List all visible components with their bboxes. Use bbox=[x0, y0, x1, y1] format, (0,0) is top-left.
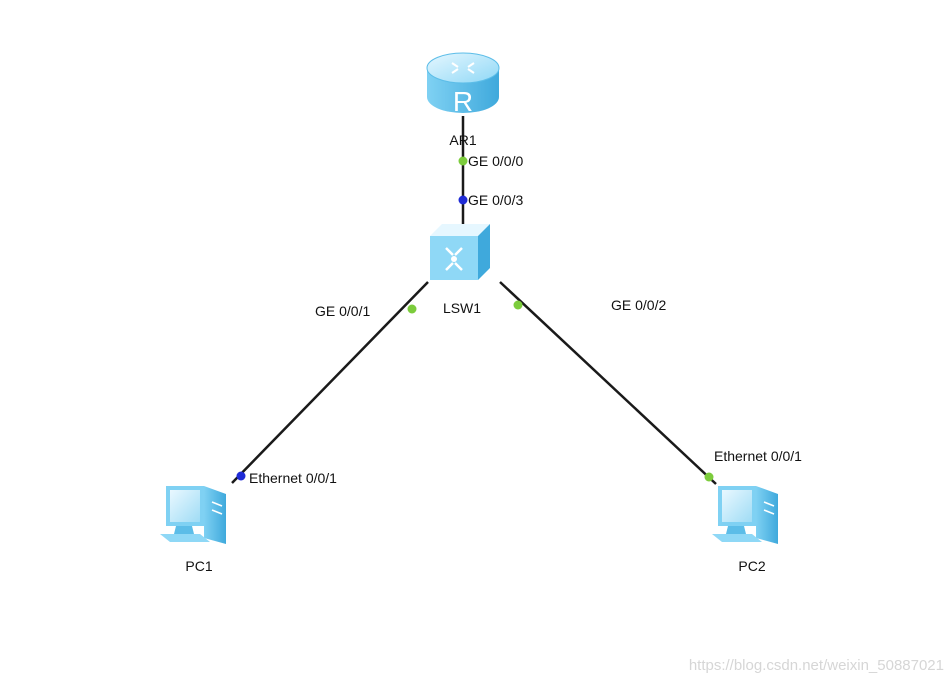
pc-icon bbox=[712, 486, 778, 544]
router-ar1[interactable]: R AR1 bbox=[426, 52, 500, 148]
pc2-label: PC2 bbox=[738, 558, 765, 574]
port-dot-pc2-eth[interactable] bbox=[704, 472, 714, 482]
port-dot-lsw1-ge001[interactable] bbox=[407, 304, 417, 314]
link-lsw1-pc1[interactable] bbox=[231, 281, 429, 484]
pc1[interactable]: PC1 bbox=[160, 486, 226, 574]
switch-icon bbox=[430, 224, 490, 280]
port-label-pc1-eth: Ethernet 0/0/1 bbox=[249, 470, 337, 486]
port-label-lsw1-ge003: GE 0/0/3 bbox=[468, 192, 523, 208]
port-dot-ar1-ge000[interactable] bbox=[458, 156, 468, 166]
switch-lsw1[interactable]: LSW1 bbox=[430, 224, 490, 316]
svg-text:R: R bbox=[453, 86, 473, 117]
port-label-lsw1-ge002: GE 0/0/2 bbox=[611, 297, 666, 313]
watermark-text: https://blog.csdn.net/weixin_50887021 bbox=[689, 657, 944, 674]
port-label-lsw1-ge001: GE 0/0/1 bbox=[315, 303, 370, 319]
pc1-label: PC1 bbox=[185, 558, 212, 574]
router-label: AR1 bbox=[449, 132, 476, 148]
port-dot-pc1-eth[interactable] bbox=[236, 471, 246, 481]
port-dot-lsw1-ge002[interactable] bbox=[513, 300, 523, 310]
port-label-ar1-ge000: GE 0/0/0 bbox=[468, 153, 523, 169]
port-label-pc2-eth: Ethernet 0/0/1 bbox=[714, 448, 802, 464]
pc2[interactable]: PC2 bbox=[712, 486, 778, 574]
port-dot-lsw1-ge003[interactable] bbox=[458, 195, 468, 205]
router-icon: R bbox=[426, 52, 500, 117]
pc-icon bbox=[160, 486, 226, 544]
switch-label: LSW1 bbox=[443, 300, 481, 316]
link-lsw1-pc2[interactable] bbox=[499, 281, 717, 485]
